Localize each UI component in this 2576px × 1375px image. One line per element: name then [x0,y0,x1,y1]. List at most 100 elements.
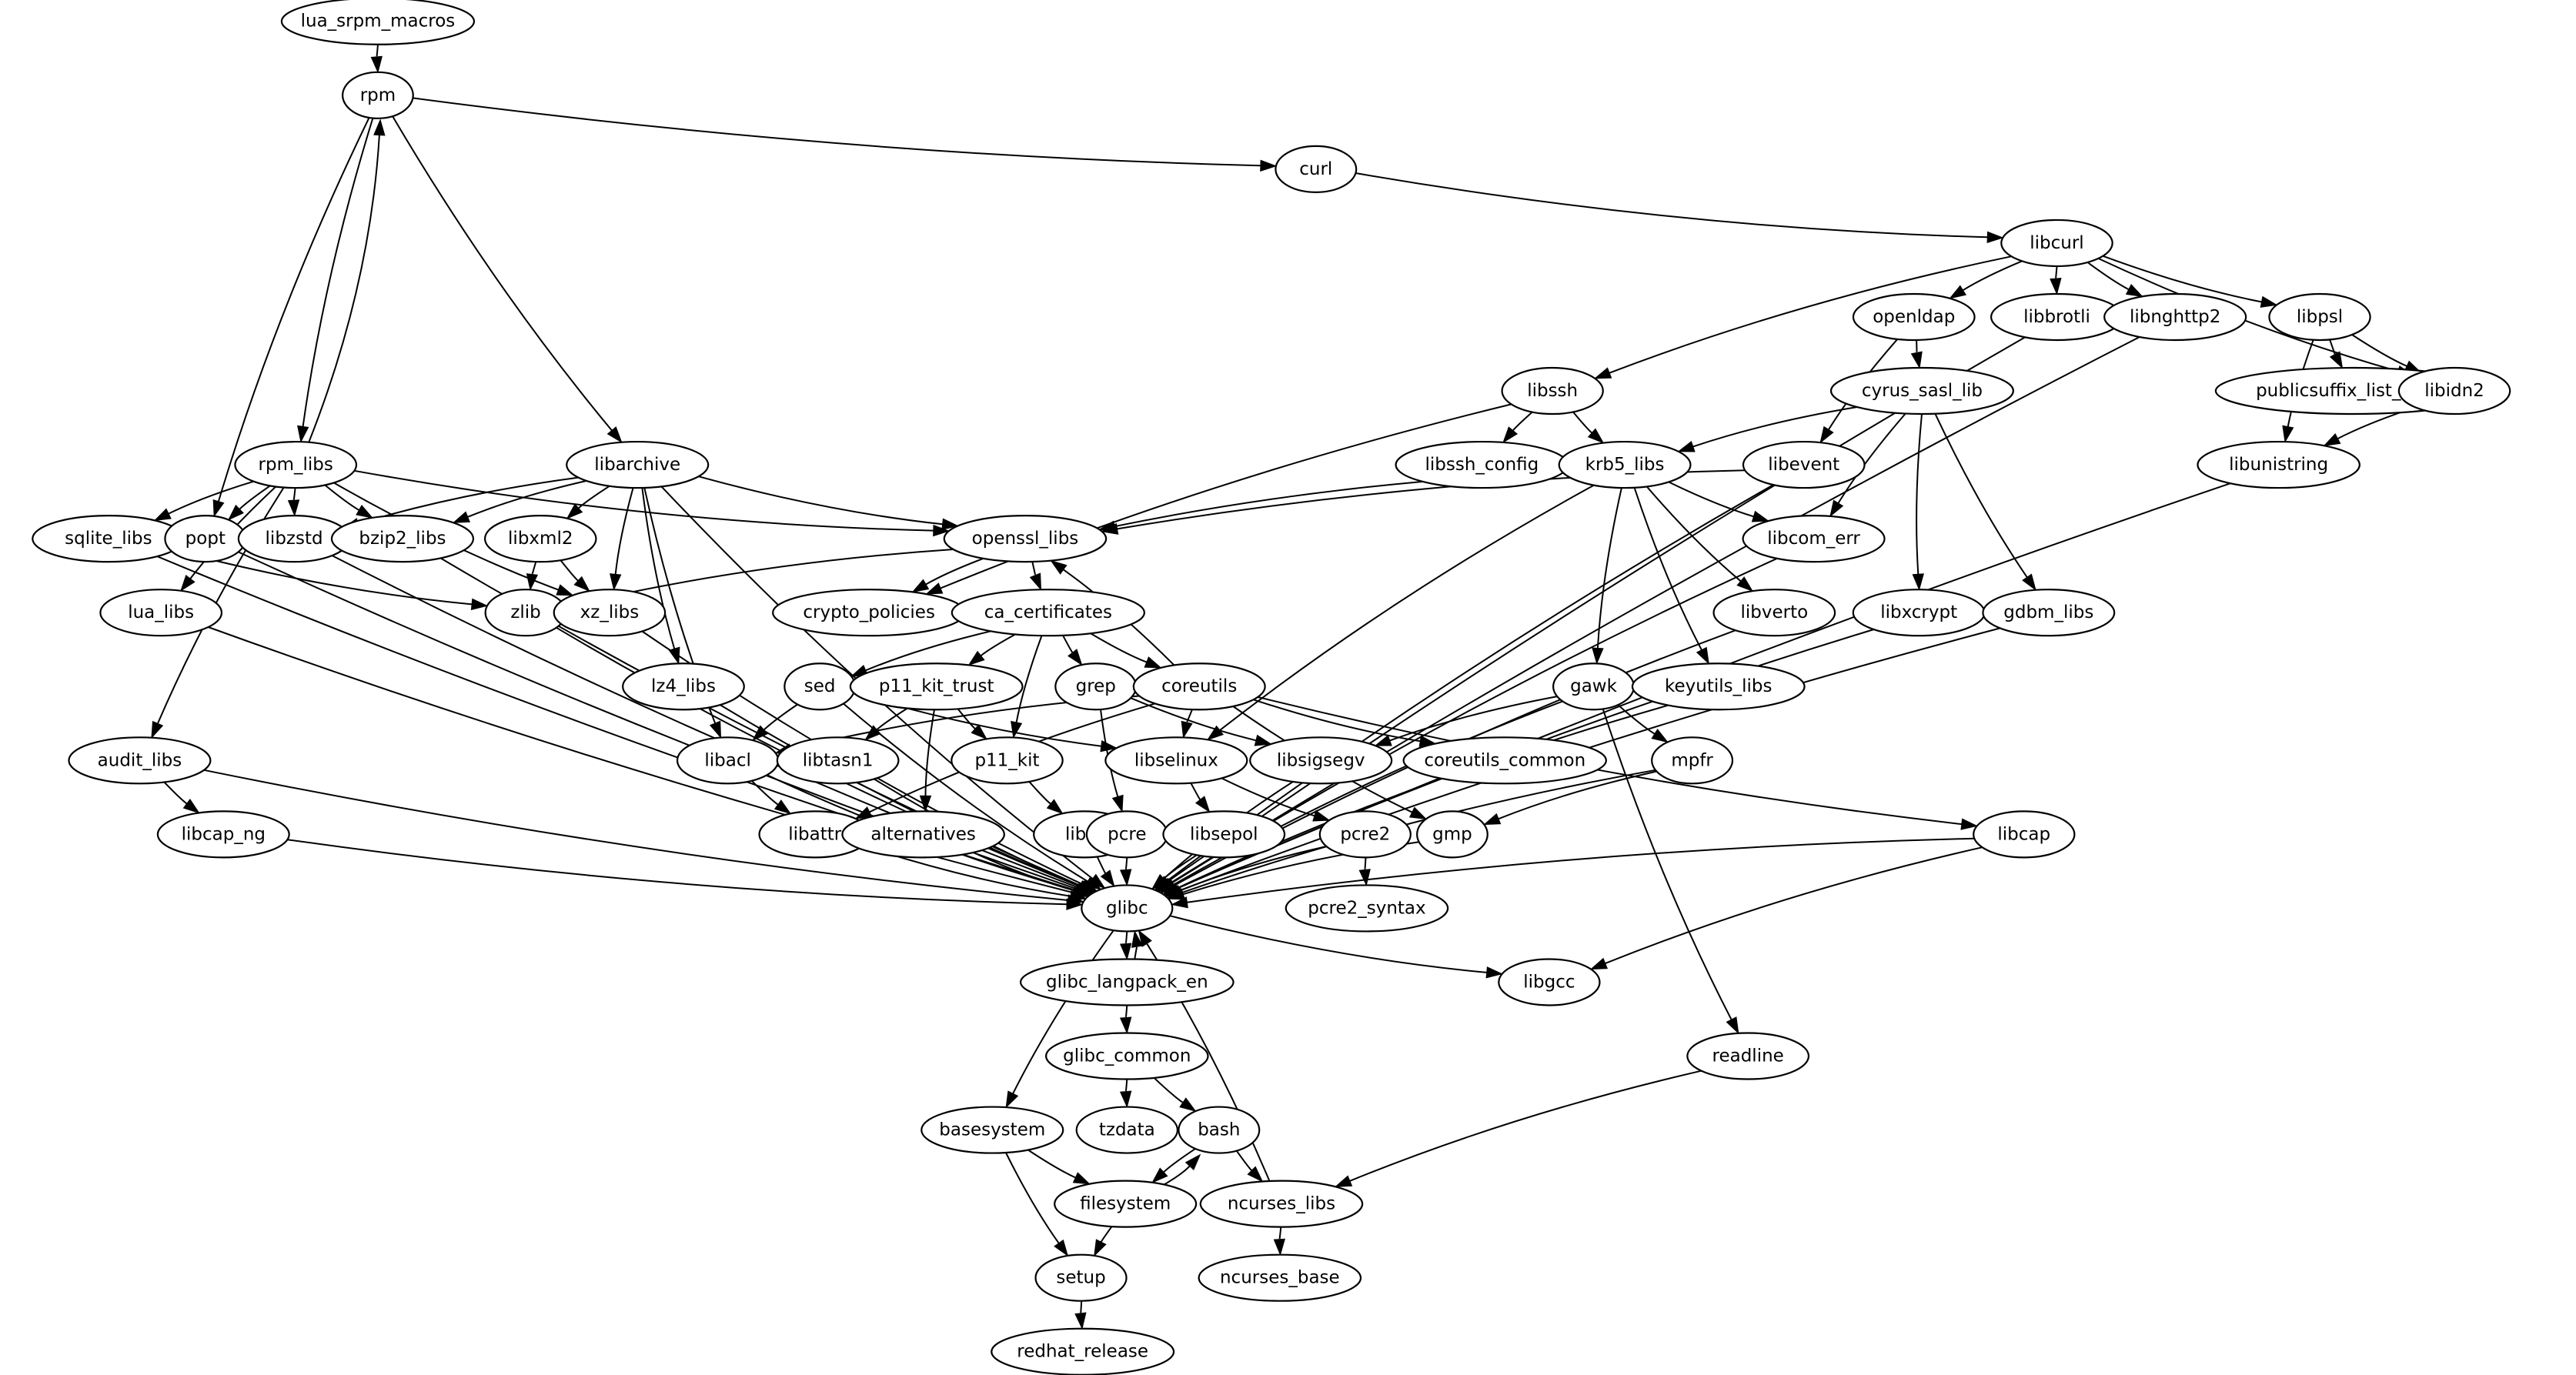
node-gdbm_libs[interactable]: gdbm_libs [1982,589,2116,637]
node-rpm_libs[interactable]: rpm_libs [234,440,358,489]
node-ellipse [1104,736,1248,785]
node-gawk[interactable]: gawk [1552,662,1635,711]
node-ellipse [1275,145,1358,193]
node-grep[interactable]: grep [1054,662,1138,711]
node-keyutils_libs[interactable]: keyutils_libs [1631,662,1806,711]
node-label: libselinux [1134,750,1218,770]
node-sed[interactable]: sed [783,662,857,711]
node-zlib[interactable]: zlib [484,589,567,637]
node-curl[interactable]: curl [1275,145,1358,193]
node-sqlite_libs[interactable]: sqlite_libs [32,515,185,563]
node-libacl[interactable]: libacl [676,736,780,785]
node-libcap[interactable]: libcap [1973,810,2076,859]
node-openldap[interactable]: openldap [1852,292,1976,342]
node-ellipse [156,810,290,859]
node-mpfr[interactable]: mpfr [1651,736,1734,785]
node-libnghttp2[interactable]: libnghttp2 [2103,292,2247,342]
node-ellipse [342,71,414,119]
node-label: libattr [788,824,842,844]
node-ca_certificates[interactable]: ca_certificates [951,589,1145,637]
node-ellipse [1402,736,1607,785]
arrowhead-icon [1111,794,1124,813]
node-setup[interactable]: setup [1034,1253,1128,1302]
node-redhat_release[interactable]: redhat_release [991,1327,1175,1375]
node-libarchive[interactable]: libarchive [566,440,710,489]
node-libpsl[interactable]: libpsl [2268,292,2371,342]
node-alternatives[interactable]: alternatives [841,810,1005,859]
node-tzdata[interactable]: tzdata [1075,1106,1179,1154]
edge-libarchive-to-libxml2 [578,485,610,509]
edge-libxml2-to-zlib [531,561,537,576]
node-libselinux[interactable]: libselinux [1104,736,1248,785]
arrowhead-icon [1131,929,1144,948]
node-libcap_ng[interactable]: libcap_ng [156,810,290,859]
node-label: pcre [1108,824,1146,844]
node-ellipse [849,662,1024,711]
node-pcre2[interactable]: pcre2 [1318,810,1412,859]
node-glibc_common[interactable]: glibc_common [1045,1032,1209,1080]
node-label: glibc [1106,898,1148,918]
node-label: gawk [1570,676,1618,696]
node-libidn2[interactable]: libidn2 [2397,366,2511,416]
node-libzstd[interactable]: libzstd [237,515,351,563]
node-lua_libs[interactable]: lua_libs [99,589,223,637]
node-libverto[interactable]: libverto [1712,589,1836,637]
node-label: libunistring [2229,455,2328,475]
node-basesystem[interactable]: basesystem [920,1106,1064,1154]
node-libtasn1[interactable]: libtasn1 [776,736,900,785]
node-libevent[interactable]: libevent [1742,440,1866,489]
node-filesystem[interactable]: filesystem [1054,1180,1198,1228]
node-lua_srpm_macros[interactable]: lua_srpm_macros [280,0,476,45]
node-bash[interactable]: bash [1178,1106,1261,1154]
node-ncurses_base[interactable]: ncurses_base [1198,1253,1362,1302]
node-p11_kit_trust[interactable]: p11_kit_trust [849,662,1024,711]
node-libattr[interactable]: libattr [758,810,872,859]
node-libbrotli[interactable]: libbrotli [1990,292,2123,342]
node-libsepol[interactable]: libsepol [1162,810,1286,859]
arrowhead-icon [1184,1153,1201,1171]
node-openssl_libs[interactable]: openssl_libs [943,515,1108,563]
edge-ca_certificates-to-p11_kit [1015,635,1043,723]
node-ellipse [2103,292,2247,342]
node-libgcc[interactable]: libgcc [1498,958,1601,1006]
edge-libnghttp2-to-glibc [1170,336,2140,884]
node-libxml2[interactable]: libxml2 [483,515,597,563]
node-label: ncurses_base [1220,1268,1340,1288]
node-label: rpm_libs [259,455,333,475]
node-popt[interactable]: popt [164,515,247,563]
node-ellipse [330,515,475,563]
node-glibc[interactable]: glibc [1081,884,1174,933]
node-p11_kit[interactable]: p11_kit [951,736,1064,785]
node-audit_libs[interactable]: audit_libs [68,736,212,785]
node-krb5_libs[interactable]: krb5_libs [1558,440,1692,489]
node-ncurses_libs[interactable]: ncurses_libs [1199,1180,1364,1228]
node-libcurl[interactable]: libcurl [2000,219,2113,268]
node-xz_libs[interactable]: xz_libs [553,589,667,637]
node-libssh[interactable]: libssh [1501,366,1604,416]
node-lz4_libs[interactable]: lz4_libs [622,662,745,711]
node-libunistring[interactable]: libunistring [2197,440,2360,489]
node-bzip2_libs[interactable]: bzip2_libs [330,515,475,563]
node-ellipse [1558,440,1692,489]
node-coreutils_common[interactable]: coreutils_common [1402,736,1607,785]
node-coreutils[interactable]: coreutils [1132,662,1266,711]
edge-p11_kit_trust-to-alternatives [924,709,935,796]
node-label: ca_certificates [984,602,1112,622]
node-label: filesystem [1080,1194,1171,1214]
node-libsigsegv[interactable]: libsigsegv [1249,736,1393,785]
node-libcom_err[interactable]: libcom_err [1742,515,1886,563]
node-rpm[interactable]: rpm [342,71,414,119]
node-libxcrypt[interactable]: libxcrypt [1852,589,1986,637]
edge-filesystem-to-setup [1100,1226,1113,1243]
arrowhead-icon [864,725,881,741]
node-pcre2_syntax[interactable]: pcre2_syntax [1285,884,1449,933]
node-glibc_langpack_en[interactable]: glibc_langpack_en [1020,958,1235,1006]
node-crypto_policies[interactable]: crypto_policies [772,589,967,637]
node-readline[interactable]: readline [1686,1032,1810,1080]
edge-mpfr-to-glibc [1181,769,1656,894]
node-pcre[interactable]: pcre [1085,810,1168,859]
node-libssh_config[interactable]: libssh_config [1395,440,1569,489]
node-label: readline [1712,1046,1784,1066]
node-gmp[interactable]: gmp [1416,810,1488,859]
node-cyrus_sasl_lib[interactable]: cyrus_sasl_lib [1829,366,2014,416]
